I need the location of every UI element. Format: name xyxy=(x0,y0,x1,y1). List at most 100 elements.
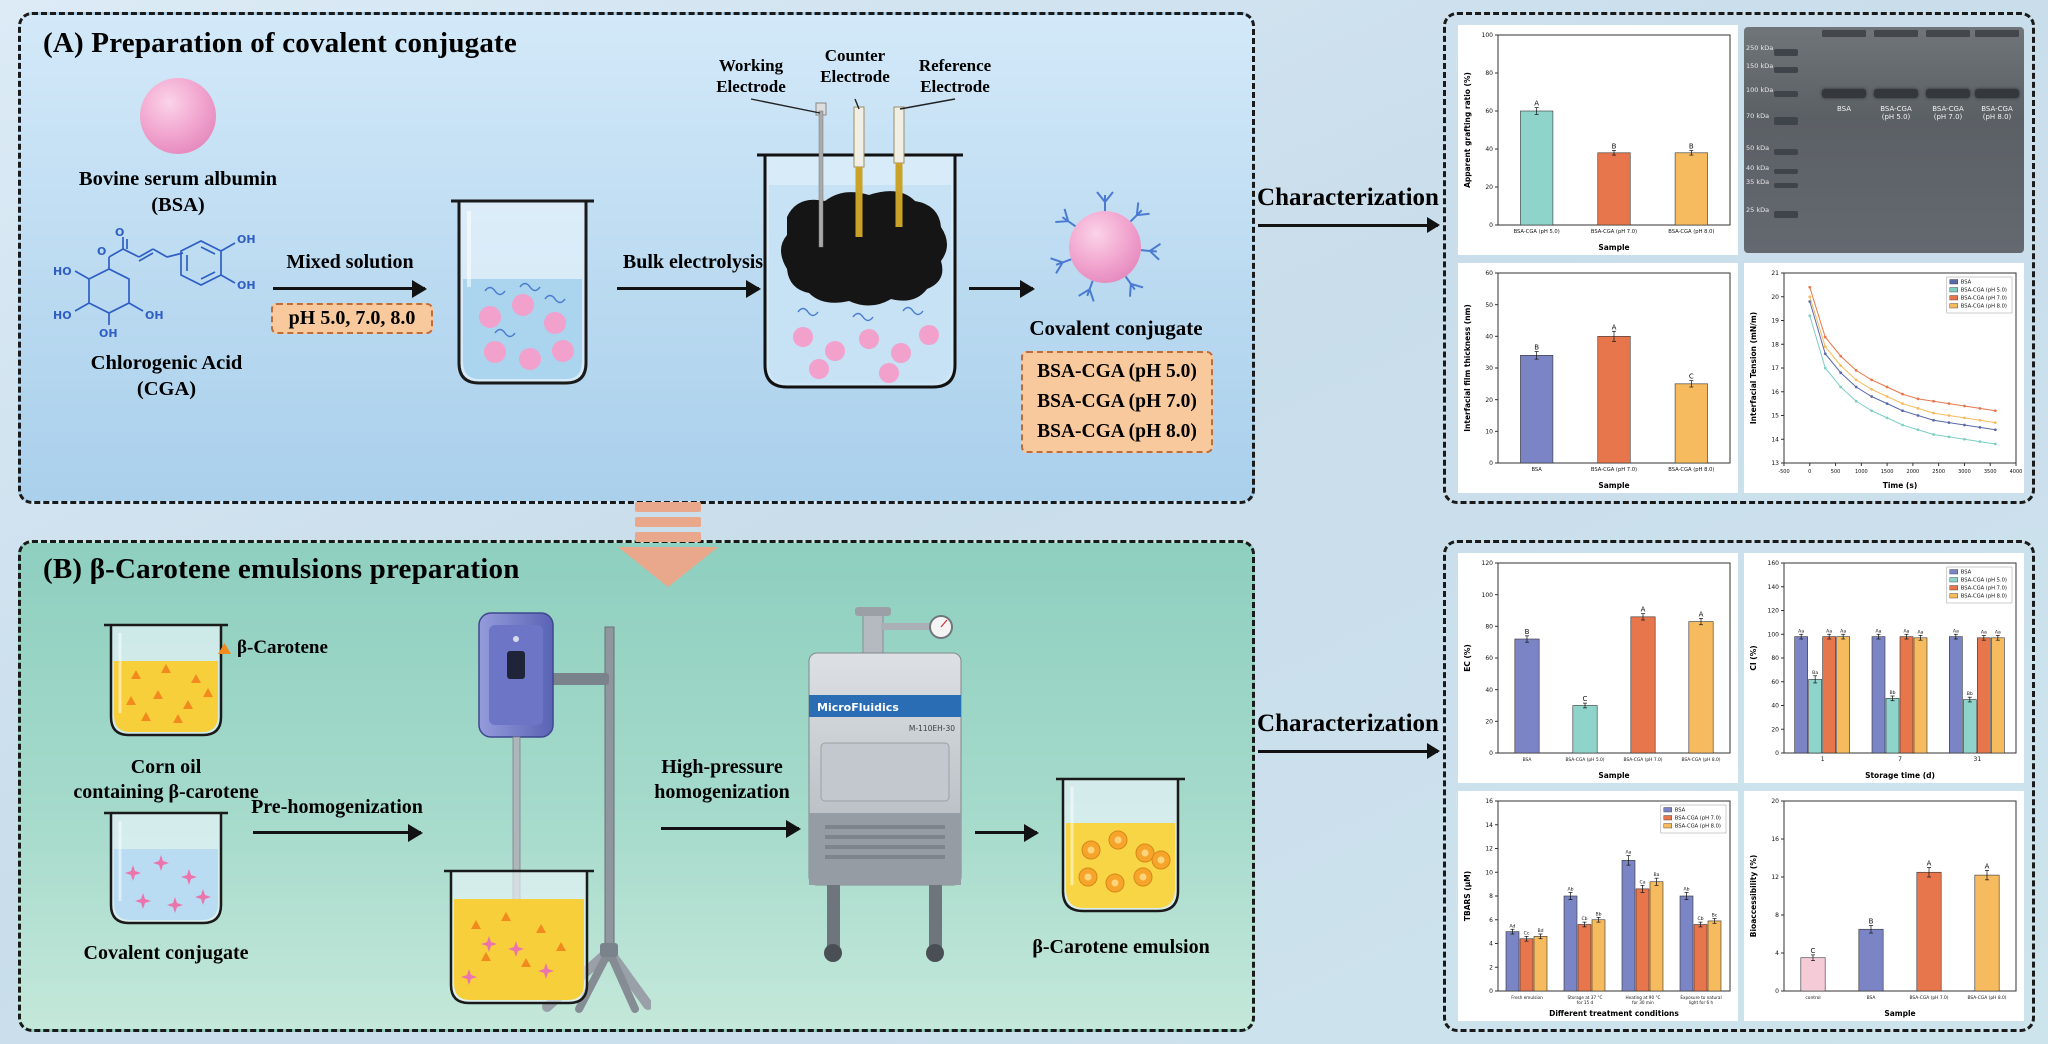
svg-text:Sample: Sample xyxy=(1884,1009,1915,1018)
covalent-conjugate-label: Covalent conjugate xyxy=(1029,316,1203,340)
svg-text:10: 10 xyxy=(1485,429,1493,436)
svg-text:15: 15 xyxy=(1771,413,1779,420)
svg-text:BSA-CGA (pH 7.0): BSA-CGA (pH 7.0) xyxy=(1961,296,2007,302)
gel-marker-label: 25 kDa xyxy=(1746,206,1770,214)
svg-text:Ba: Ba xyxy=(1812,670,1818,676)
gel-marker-label: 50 kDa xyxy=(1746,144,1770,152)
characterization-label-bottom: Characterization xyxy=(1257,710,1439,737)
gel-ladder-band xyxy=(1774,183,1798,188)
svg-text:20: 20 xyxy=(1771,798,1779,805)
svg-text:Aa: Aa xyxy=(1876,628,1882,634)
svg-text:16: 16 xyxy=(1771,836,1779,843)
svg-text:Bd: Bd xyxy=(1537,928,1543,934)
svg-text:A: A xyxy=(1699,610,1704,618)
svg-text:B: B xyxy=(1869,917,1874,925)
svg-text:C: C xyxy=(1583,695,1588,703)
svg-text:BSA-CGA (pH 8.0): BSA-CGA (pH 8.0) xyxy=(1961,594,2007,600)
bulk-electrolysis-arrow xyxy=(617,287,759,290)
cga-label: Chlorogenic Acid (CGA) xyxy=(90,352,243,400)
svg-text:500: 500 xyxy=(1831,469,1841,475)
svg-text:31: 31 xyxy=(1974,756,1982,763)
svg-text:40: 40 xyxy=(1485,687,1493,694)
svg-text:0: 0 xyxy=(1489,750,1493,757)
svg-text:120: 120 xyxy=(1482,560,1494,567)
beta-carotene-pointer: β-Carotene xyxy=(217,637,328,659)
svg-text:80: 80 xyxy=(1485,624,1493,631)
svg-text:0: 0 xyxy=(1775,988,1779,995)
svg-text:BSA: BSA xyxy=(1523,757,1532,763)
high-pressure-arrow xyxy=(661,827,799,830)
svg-text:Ca: Ca xyxy=(1639,879,1645,885)
svg-text:Ad: Ad xyxy=(1510,923,1516,929)
svg-text:20: 20 xyxy=(1771,294,1779,301)
svg-text:BSA-CGA (pH 7.0): BSA-CGA (pH 7.0) xyxy=(1961,586,2007,592)
characterization-arrow-top xyxy=(1258,224,1438,227)
svg-text:7: 7 xyxy=(1898,756,1902,763)
svg-text:100: 100 xyxy=(1482,592,1494,599)
svg-text:Ab: Ab xyxy=(1567,886,1573,892)
svg-text:A: A xyxy=(1612,323,1617,331)
svg-text:8: 8 xyxy=(1489,893,1493,900)
svg-text:140: 140 xyxy=(1768,584,1780,591)
svg-text:0: 0 xyxy=(1775,750,1779,757)
gel-marker-label: 35 kDa xyxy=(1746,178,1770,186)
pre-homogenization-arrow xyxy=(253,831,421,834)
svg-text:Bioaccessibility (%): Bioaccessibility (%) xyxy=(1749,855,1758,938)
cga-oh-label: OH xyxy=(99,327,118,340)
panel-a-title: (A) Preparation of covalent conjugate xyxy=(43,27,517,59)
conjugate-beaker-icon xyxy=(104,811,228,925)
svg-text:light for 6 h: light for 6 h xyxy=(1689,1000,1714,1005)
svg-text:0: 0 xyxy=(1489,460,1493,467)
svg-text:BSA-CGA (pH 5.0): BSA-CGA (pH 5.0) xyxy=(1961,578,2007,584)
svg-text:for 30 min: for 30 min xyxy=(1632,1000,1654,1005)
homogenizer-icon xyxy=(444,612,651,1013)
corn-oil-beaker-icon xyxy=(104,623,228,737)
svg-text:BSA-CGA (pH 8.0): BSA-CGA (pH 8.0) xyxy=(1961,304,2007,310)
gel-lane-label: BSA-CGA (pH 8.0) xyxy=(1981,105,2013,122)
svg-text:Sample: Sample xyxy=(1598,771,1629,780)
gel-sample-band xyxy=(1874,89,1918,98)
svg-text:4: 4 xyxy=(1489,941,1493,948)
svg-text:60: 60 xyxy=(1771,679,1779,686)
cga-ho-label: HO xyxy=(53,309,72,322)
svg-text:1500: 1500 xyxy=(1881,469,1894,475)
svg-text:BSA-CGA (pH 5.0): BSA-CGA (pH 5.0) xyxy=(1514,229,1560,235)
machine-brand-label: MicroFluidics xyxy=(817,701,899,714)
to-conjugate-arrow xyxy=(969,287,1033,290)
svg-text:40: 40 xyxy=(1485,146,1493,153)
bulk-electrolysis-label: Bulk electrolysis xyxy=(622,251,764,273)
gel-marker-label: 100 kDa xyxy=(1746,86,1774,94)
svg-text:8: 8 xyxy=(1775,912,1779,919)
svg-text:Ab: Ab xyxy=(1683,886,1689,892)
gel-ladder-band xyxy=(1774,49,1798,56)
svg-text:6: 6 xyxy=(1489,917,1493,924)
svg-text:-500: -500 xyxy=(1778,469,1789,475)
cga-oh-label: OH xyxy=(237,279,256,292)
svg-text:BSA-CGA (pH 8.0): BSA-CGA (pH 8.0) xyxy=(1967,995,2006,1001)
cga-o-label: O xyxy=(115,227,124,239)
svg-text:4000: 4000 xyxy=(2010,469,2023,475)
svg-text:BSA: BSA xyxy=(1531,467,1542,473)
svg-text:4: 4 xyxy=(1775,950,1779,957)
svg-text:BSA-CGA (pH 7.0): BSA-CGA (pH 7.0) xyxy=(1591,229,1637,235)
svg-text:Sample: Sample xyxy=(1598,243,1629,252)
svg-text:A: A xyxy=(1534,100,1539,108)
beta-carotene-triangle-icon xyxy=(218,642,231,654)
svg-text:Ba: Ba xyxy=(1654,872,1660,878)
svg-text:BSA: BSA xyxy=(1961,280,1972,286)
mixed-solution-label: Mixed solution xyxy=(286,251,414,273)
svg-text:0: 0 xyxy=(1489,222,1493,229)
cga-ho-label: HO xyxy=(53,265,72,278)
svg-text:120: 120 xyxy=(1768,608,1780,615)
svg-text:Cc: Cc xyxy=(1524,930,1530,936)
svg-text:Apparent grafting ratio (%): Apparent grafting ratio (%) xyxy=(1463,72,1472,188)
svg-text:12: 12 xyxy=(1485,846,1493,853)
gel-marker-label: 150 kDa xyxy=(1746,62,1774,70)
svg-text:BSA-CGA (pH 7.0): BSA-CGA (pH 7.0) xyxy=(1675,816,1721,822)
reference-electrode-label: Reference Electrode xyxy=(918,56,992,97)
